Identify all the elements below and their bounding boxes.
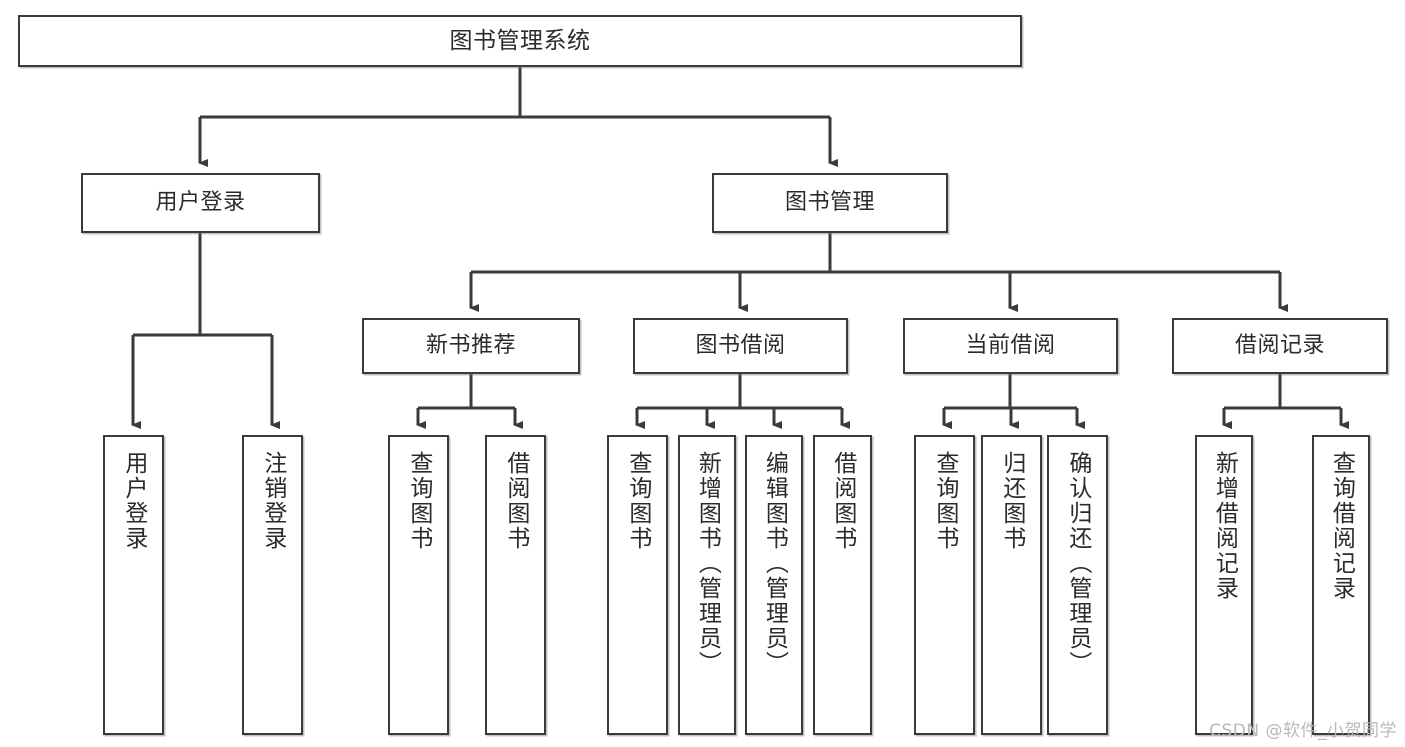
leaf-edit-book-label: 编辑图书（管理员） [761, 451, 788, 676]
leaf-query-book-2[interactable]: 查询图书 [607, 435, 668, 735]
leaf-return-book[interactable]: 归还图书 [981, 435, 1042, 735]
leaf-user-login-label: 用户登录 [120, 451, 147, 551]
leaf-add-book[interactable]: 新增图书（管理员） [678, 435, 736, 735]
leaf-query-book-3-label: 查询图书 [931, 451, 958, 551]
node-new-book-recommend-label: 新书推荐 [425, 333, 516, 359]
leaf-borrow-book-2-label: 借阅图书 [829, 451, 856, 551]
leaf-query-record-label: 查询借阅记录 [1328, 451, 1355, 601]
node-borrow-record-label: 借阅记录 [1234, 333, 1325, 359]
leaf-return-book-label: 归还图书 [998, 451, 1025, 551]
node-book-manage[interactable]: 图书管理 [712, 173, 948, 233]
node-borrow-record[interactable]: 借阅记录 [1172, 318, 1388, 374]
leaf-query-record[interactable]: 查询借阅记录 [1312, 435, 1370, 735]
node-user-login-label: 用户登录 [155, 190, 246, 216]
leaf-query-book-1-label: 查询图书 [405, 451, 432, 551]
leaf-query-book-2-label: 查询图书 [624, 451, 651, 551]
leaf-query-book-1[interactable]: 查询图书 [388, 435, 449, 735]
leaf-add-book-label: 新增图书（管理员） [694, 451, 721, 676]
leaf-user-logout[interactable]: 注销登录 [242, 435, 303, 735]
node-root-label: 图书管理系统 [449, 27, 591, 54]
node-book-borrow[interactable]: 图书借阅 [633, 318, 848, 374]
leaf-borrow-book-2[interactable]: 借阅图书 [813, 435, 872, 735]
node-user-login[interactable]: 用户登录 [81, 173, 320, 233]
leaf-add-record[interactable]: 新增借阅记录 [1195, 435, 1253, 735]
leaf-user-login[interactable]: 用户登录 [103, 435, 164, 735]
leaf-borrow-book-1-label: 借阅图书 [502, 451, 529, 551]
node-current-borrow-label: 当前借阅 [965, 333, 1056, 359]
leaf-add-record-label: 新增借阅记录 [1211, 451, 1238, 601]
leaf-query-book-3[interactable]: 查询图书 [914, 435, 975, 735]
leaf-confirm-return[interactable]: 确认归还（管理员） [1047, 435, 1108, 735]
leaf-borrow-book-1[interactable]: 借阅图书 [485, 435, 546, 735]
node-root[interactable]: 图书管理系统 [18, 15, 1022, 67]
node-current-borrow[interactable]: 当前借阅 [903, 318, 1118, 374]
watermark: CSDN @软件_小贺同学 [1209, 721, 1397, 741]
node-new-book-recommend[interactable]: 新书推荐 [362, 318, 580, 374]
node-book-borrow-label: 图书借阅 [695, 333, 786, 359]
node-book-manage-label: 图书管理 [784, 190, 875, 216]
leaf-confirm-return-label: 确认归还（管理员） [1064, 451, 1091, 676]
leaf-user-logout-label: 注销登录 [259, 451, 286, 551]
leaf-edit-book[interactable]: 编辑图书（管理员） [745, 435, 803, 735]
